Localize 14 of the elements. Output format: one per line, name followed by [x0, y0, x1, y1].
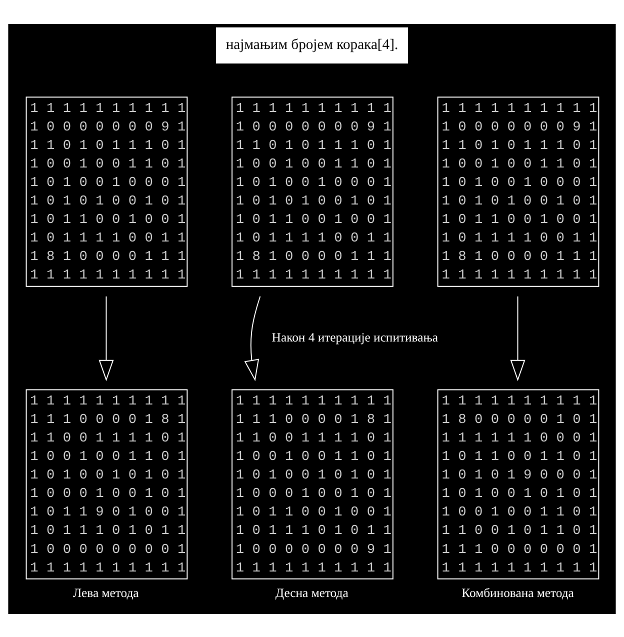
- label: Након 4 итерације испитивања: [272, 330, 438, 344]
- node-box: 1 1 1 1 1 1 1 1 1 1 1 8 0 0 0 0 0 1 0 1 1 1 1 1 1 1 0 0 0 1 1 0 1 1 0 0 1 1 0 1 1 0 1 0 1 9 0 0 0 1 1 0 1 0 0 1 0 1 0 1 1 0 0 1 0 0 1 1 0 1 1 1 0 0 1 0 1 1 0 1 1 1 1 0 0 0 0 0 0 1 1 1 1 1 1 1 1 1 1 1: [437, 388, 600, 579]
- arrow: [510, 295, 526, 381]
- node-label: Комбинована метода: [462, 585, 574, 600]
- node-label: Десна метода: [275, 585, 348, 600]
- node-box: 1 1 1 1 1 1 1 1 1 1 1 1 1 0 0 0 0 1 8 1 1 1 0 0 1 1 1 1 0 1 1 0 0 1 0 0 1 1 0 1 1 0 1 0 0 1 0 1 0 1 1 0 0 0 1 0 0 1 0 1 1 0 1 1 0 0 1 0 0 1 1 0 1 1 1 0 1 0 1 1 1 0 0 0 0 0 0 0 9 1 1 1 1 1 1 1 1 1 1 1: [232, 388, 394, 579]
- node-label: Лева метода: [73, 585, 139, 600]
- node-box: 1 1 1 1 1 1 1 1 1 1 1 0 0 0 0 0 0 0 9 1 1 1 0 1 0 1 1 1 0 1 1 0 0 1 0 0 1 1 0 1 1 0 1 0 0 1 0 0 0 1 1 0 1 0 1 0 0 1 0 1 1 0 1 1 0 0 1 0 0 1 1 0 1 1 1 1 0 0 1 1 1 8 1 0 0 0 0 1 1 1 1 1 1 1 1 1 1 1 1 1: [232, 96, 394, 286]
- node-box: 1 1 1 1 1 1 1 1 1 1 1 0 0 0 0 0 0 0 9 1 1 1 0 1 0 1 1 1 0 1 1 0 0 1 0 0 1 1 0 1 1 0 1 0 0 1 0 0 0 1 1 0 1 0 1 0 0 1 0 1 1 0 1 1 0 0 1 0 0 1 1 0 1 1 1 1 0 0 1 1 1 8 1 0 0 0 0 1 1 1 1 1 1 1 1 1 1 1 1 1: [437, 96, 600, 286]
- label: најмањим бројем корака[4].: [226, 36, 398, 52]
- node-box: 1 1 1 1 1 1 1 1 1 1 1 0 0 0 0 0 0 0 9 1 1 1 0 1 0 1 1 1 0 1 1 0 0 1 0 0 1 1 0 1 1 0 1 0 0 1 0 0 0 1 1 0 1 0 1 0 0 1 0 1 1 0 1 1 0 0 1 0 0 1 1 0 1 1 1 1 0 0 1 1 1 8 1 0 0 0 0 1 1 1 1 1 1 1 1 1 1 1 1 1: [26, 96, 188, 286]
- arrow: [244, 295, 261, 381]
- node-box: 1 1 1 1 1 1 1 1 1 1 1 1 1 0 0 0 0 1 8 1 1 1 0 0 1 1 1 1 0 1 1 0 0 1 0 0 1 1 0 1 1 0 1 0 0 1 0 1 0 1 1 0 0 0 1 0 0 1 0 1 1 0 1 1 9 0 1 0 0 1 1 0 1 1 1 0 1 0 1 1 1 0 0 0 0 0 0 0 0 1 1 1 1 1 1 1 1 1 1 1: [26, 388, 188, 579]
- arrow: [98, 295, 114, 381]
